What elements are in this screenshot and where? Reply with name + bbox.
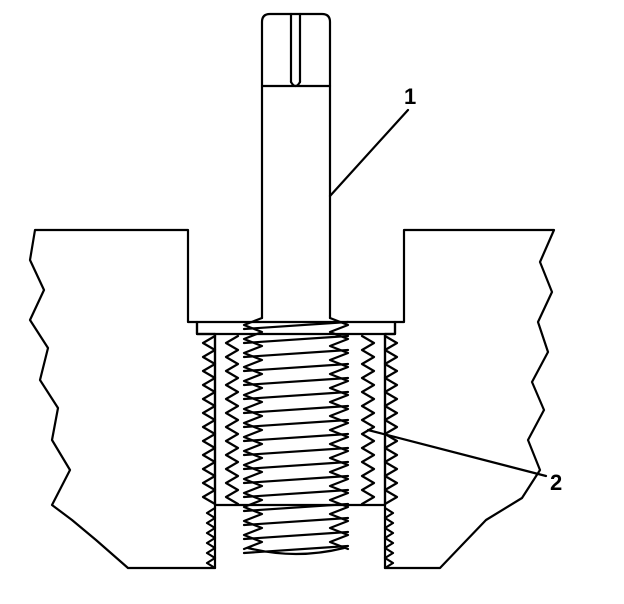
thread-crest-line bbox=[242, 460, 350, 471]
left-casting-block bbox=[28, 228, 217, 570]
thread-zigzag bbox=[328, 316, 350, 551]
thread-zigzag bbox=[201, 334, 217, 506]
thread-crest-line bbox=[242, 502, 350, 513]
washer bbox=[195, 320, 397, 336]
left-lower-threads bbox=[205, 506, 217, 570]
thread-crest-line bbox=[242, 446, 350, 457]
thread-crest-line bbox=[242, 418, 350, 429]
callout-2-label: 2 bbox=[550, 470, 562, 495]
bolt-threads bbox=[242, 316, 350, 556]
thread-crest-line bbox=[242, 516, 350, 527]
thread-zigzag bbox=[360, 334, 376, 506]
thread-zigzag bbox=[383, 506, 395, 570]
thread-crest-line bbox=[242, 530, 350, 541]
thread-zigzag bbox=[224, 334, 240, 506]
right-casting-block bbox=[383, 228, 556, 570]
thread-crest-line bbox=[242, 432, 350, 443]
callout-2-leader bbox=[366, 428, 548, 478]
thread-crest-line bbox=[242, 348, 350, 359]
thread-crest-line bbox=[242, 474, 350, 485]
right-lower-threads bbox=[383, 506, 395, 570]
left-insert-threads bbox=[201, 334, 240, 506]
thread-crest-line bbox=[242, 404, 350, 415]
tool-shaft bbox=[260, 12, 332, 320]
thread-crest-line bbox=[242, 334, 350, 345]
thread-crest-line bbox=[242, 488, 350, 499]
thread-zigzag bbox=[242, 316, 264, 551]
callout-1-leader bbox=[328, 108, 410, 198]
right-insert-threads bbox=[360, 334, 399, 506]
thread-crest-line bbox=[242, 362, 350, 373]
thread-zigzag bbox=[205, 506, 217, 570]
thread-crest-line bbox=[242, 320, 350, 331]
thread-crest-line bbox=[242, 390, 350, 401]
callout-1-label: 1 bbox=[404, 84, 416, 109]
bolt-tip bbox=[246, 546, 346, 556]
thread-zigzag bbox=[383, 334, 399, 506]
thread-crest-line bbox=[242, 376, 350, 387]
